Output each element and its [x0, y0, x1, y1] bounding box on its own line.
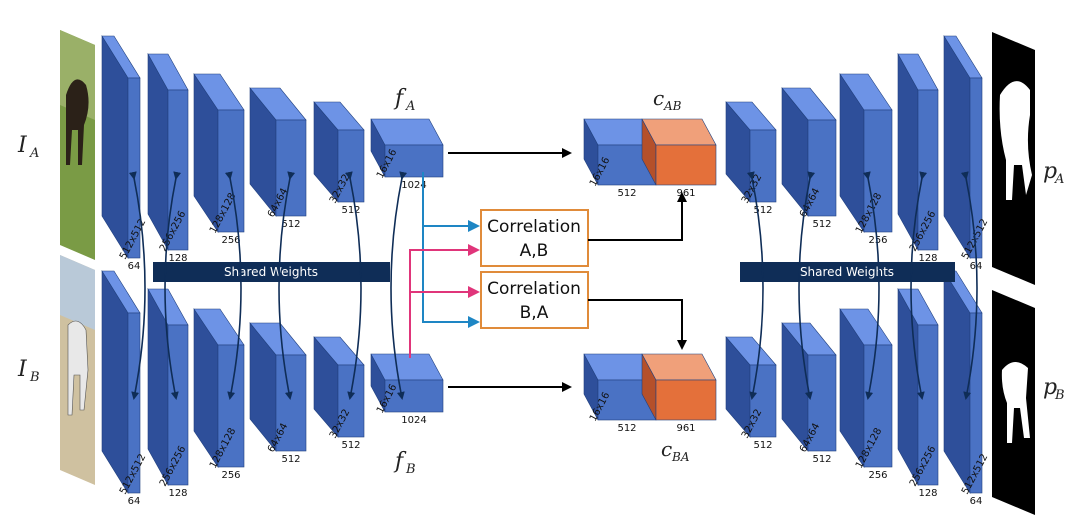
svg-text:B: B [1054, 388, 1065, 403]
block-channel-label: 256 [221, 235, 240, 246]
svg-text:A,B: A,B [520, 241, 549, 261]
svg-text:p: p [1043, 375, 1057, 400]
block-channel-label: 256 [868, 470, 887, 481]
svg-text:f: f [393, 449, 407, 474]
svg-text:B: B [29, 370, 40, 385]
svg-text:Shared Weights: Shared Weights [800, 265, 894, 279]
mask-b-icon [992, 290, 1035, 515]
svg-text:c: c [661, 437, 672, 461]
svg-text:Correlation: Correlation [487, 279, 581, 299]
label-output-a: p A [1043, 159, 1064, 187]
weight-share-arc-1 [128, 171, 146, 400]
svg-text:f: f [393, 86, 407, 111]
shared-weights-bar-left: Shared Weights [153, 262, 390, 282]
weight-share-arc-7 [746, 171, 764, 400]
block-channel-label: 1024 [401, 415, 426, 426]
block-channel-label: 512 [617, 423, 636, 434]
block-channel-label: 256 [221, 470, 240, 481]
weight-share-arc-11 [960, 171, 978, 400]
block-channel-label: 512 [281, 454, 300, 465]
block-channel-label: 961 [676, 188, 695, 199]
weight-share-arc-2 [164, 171, 182, 400]
label-corr-ba: c BA [661, 437, 690, 464]
label-corr-ab: c AB [653, 86, 682, 113]
weight-share-arc-10 [910, 171, 928, 400]
svg-text:BA: BA [671, 450, 690, 464]
concat-b-corr-block: 961 [641, 353, 717, 434]
label-input-a: I A [17, 133, 39, 161]
block-channel-label: 961 [676, 423, 695, 434]
svg-text:B,A: B,A [520, 303, 549, 323]
feature-b-branch-arrows [409, 244, 480, 358]
svg-text:A: A [1054, 172, 1064, 187]
svg-text:I: I [17, 357, 28, 382]
label-feature-b: f B [393, 449, 416, 477]
weight-share-arc-5 [344, 171, 362, 400]
svg-text:B: B [405, 462, 416, 477]
weight-share-arc-6 [390, 171, 408, 400]
block-channel-label: 128 [168, 488, 187, 499]
horse-image-b-icon [60, 255, 95, 485]
flow-arrows [448, 148, 687, 392]
shared-weights-bar-right: Shared Weights [740, 262, 955, 282]
block-channel-label: 1024 [401, 180, 426, 191]
concat-a-corr-block: 961 [641, 118, 717, 199]
block-channel-label: 512 [341, 205, 360, 216]
svg-text:A: A [405, 99, 415, 114]
block-channel-label: 256 [868, 235, 887, 246]
svg-text:I: I [17, 133, 28, 158]
weight-share-arc-8 [798, 171, 816, 400]
block-channel-label: 64 [128, 496, 141, 507]
feature-a-branch-arrows [422, 172, 480, 328]
block-channel-label: 64 [970, 496, 983, 507]
horse-image-a-icon [60, 30, 95, 260]
weight-sharing-arrows [128, 171, 978, 400]
block-channel-label: 512 [341, 440, 360, 451]
block-channel-label: 512 [281, 219, 300, 230]
block-channel-label: 512 [753, 440, 772, 451]
label-input-b: I B [17, 357, 40, 385]
weight-share-arc-3 [224, 171, 242, 400]
svg-text:p: p [1043, 159, 1057, 184]
correlation-ba-box: Correlation B,A [480, 271, 589, 329]
block-channel-label: 128 [918, 253, 937, 264]
svg-text:A: A [29, 146, 39, 161]
block-channel-label: 64 [128, 261, 141, 272]
weight-share-arc-4 [278, 171, 296, 400]
label-output-b: p B [1043, 375, 1065, 403]
svg-text:AB: AB [663, 99, 682, 113]
label-feature-a: f A [393, 86, 415, 114]
svg-text:Correlation: Correlation [487, 217, 581, 237]
svg-text:Shared Weights: Shared Weights [224, 265, 318, 279]
block-channel-label: 512 [753, 205, 772, 216]
block-channel-label: 512 [812, 219, 831, 230]
block-channel-label: 512 [617, 188, 636, 199]
svg-text:c: c [653, 86, 664, 110]
mask-a-icon [992, 32, 1035, 285]
block-channel-label: 128 [918, 488, 937, 499]
correlation-ab-box: Correlation A,B [480, 209, 589, 267]
block-channel-label: 512 [812, 454, 831, 465]
weight-share-arc-9 [862, 171, 880, 400]
